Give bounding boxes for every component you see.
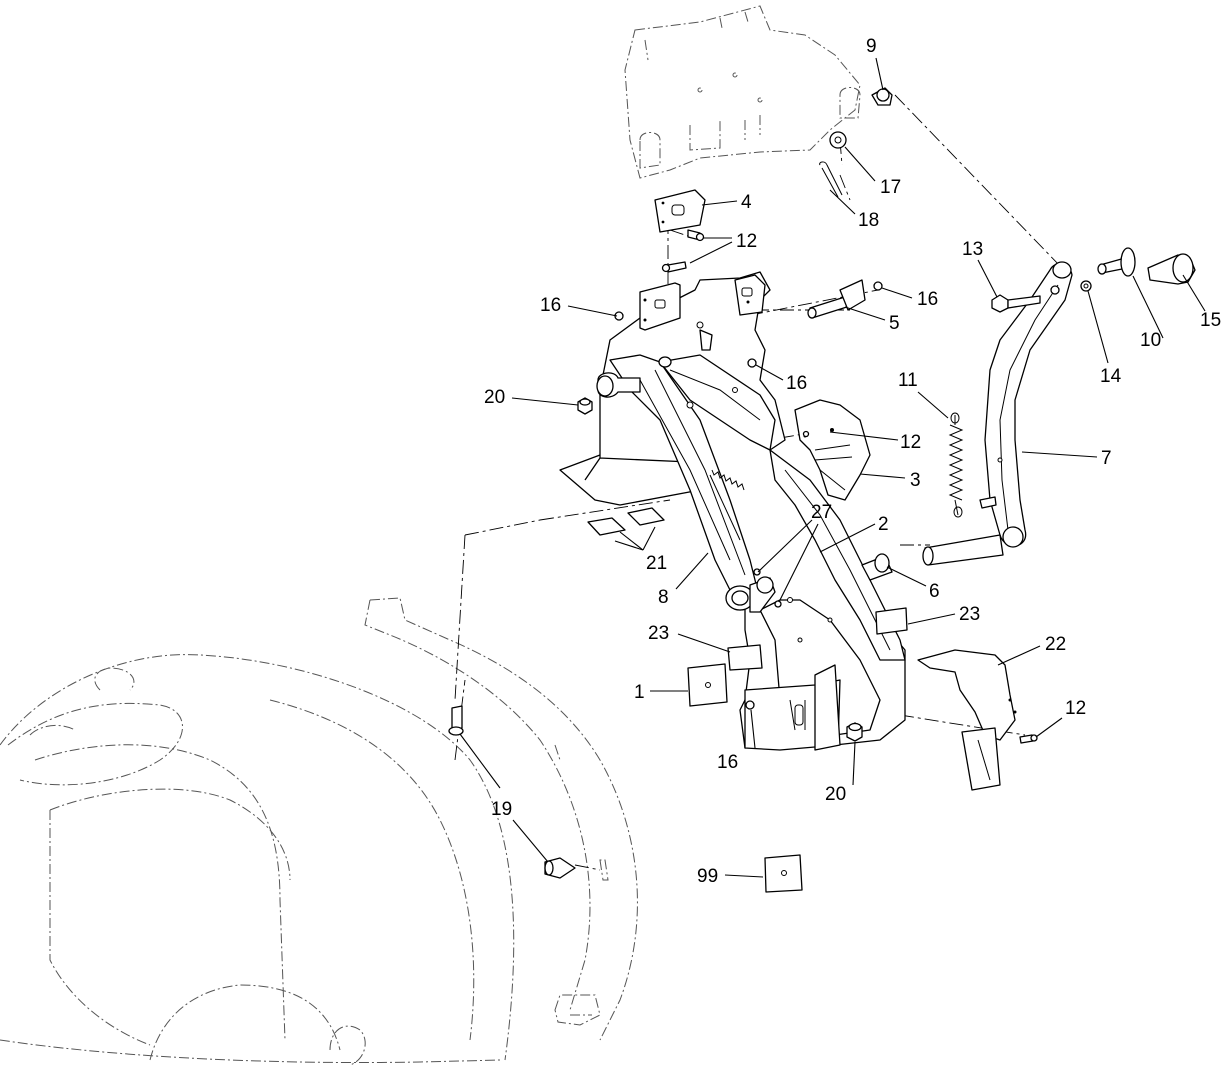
callout-12: 12 xyxy=(1065,698,1086,719)
callout-13: 13 xyxy=(962,239,983,260)
callout-27: 27 xyxy=(811,502,832,523)
callout-99: 99 xyxy=(697,866,718,887)
callout-14: 14 xyxy=(1100,366,1122,387)
hardware-top-right xyxy=(807,87,1196,319)
callout-8: 8 xyxy=(658,587,669,608)
callout-11: 11 xyxy=(898,370,918,391)
callout-20: 20 xyxy=(825,784,846,805)
part-22-bracket xyxy=(917,649,1017,791)
callout-5: 5 xyxy=(889,313,900,334)
callout-9: 9 xyxy=(866,36,877,57)
ghost-fender-frame xyxy=(364,597,638,1041)
callout-6: 6 xyxy=(929,581,940,602)
ghost-vehicle-body xyxy=(0,654,515,1066)
callout-16: 16 xyxy=(540,295,561,316)
ghost-mounting-plate xyxy=(624,5,861,179)
part-19-bolts xyxy=(448,705,576,879)
callout-17: 17 xyxy=(880,177,901,198)
callout-20: 20 xyxy=(484,387,505,408)
callout-16: 16 xyxy=(786,373,807,394)
callout-19: 19 xyxy=(491,799,512,820)
callout-4: 4 xyxy=(741,192,752,213)
callout-16: 16 xyxy=(717,752,738,773)
main-bracket-assembly xyxy=(559,271,906,751)
callout-1: 1 xyxy=(634,682,645,703)
callout-7: 7 xyxy=(1101,448,1112,469)
callout-3: 3 xyxy=(910,470,921,491)
hardware-misc xyxy=(577,229,1038,744)
callout-12: 12 xyxy=(900,432,921,453)
part-6-bushing xyxy=(861,553,893,581)
callout-21: 21 xyxy=(646,553,667,574)
callout-18: 18 xyxy=(858,210,879,231)
callout-16: 16 xyxy=(917,289,938,310)
callout-labels: 9 17 18 4 12 16 16 5 13 15 10 14 16 20 1… xyxy=(484,36,1221,887)
part-4-bracket xyxy=(654,189,706,233)
callout-15: 15 xyxy=(1200,310,1221,331)
pedal-arm-7 xyxy=(922,261,1073,566)
part-3-cover-plate xyxy=(794,399,871,501)
callout-23: 23 xyxy=(959,604,980,625)
pads-and-blocks xyxy=(587,507,908,893)
callout-12: 12 xyxy=(736,231,757,252)
part-11-spring xyxy=(948,412,964,518)
callout-10: 10 xyxy=(1140,330,1161,351)
leader-lines xyxy=(459,57,1206,878)
callout-2: 2 xyxy=(878,514,889,535)
callout-22: 22 xyxy=(1045,634,1066,655)
callout-23: 23 xyxy=(648,623,669,644)
